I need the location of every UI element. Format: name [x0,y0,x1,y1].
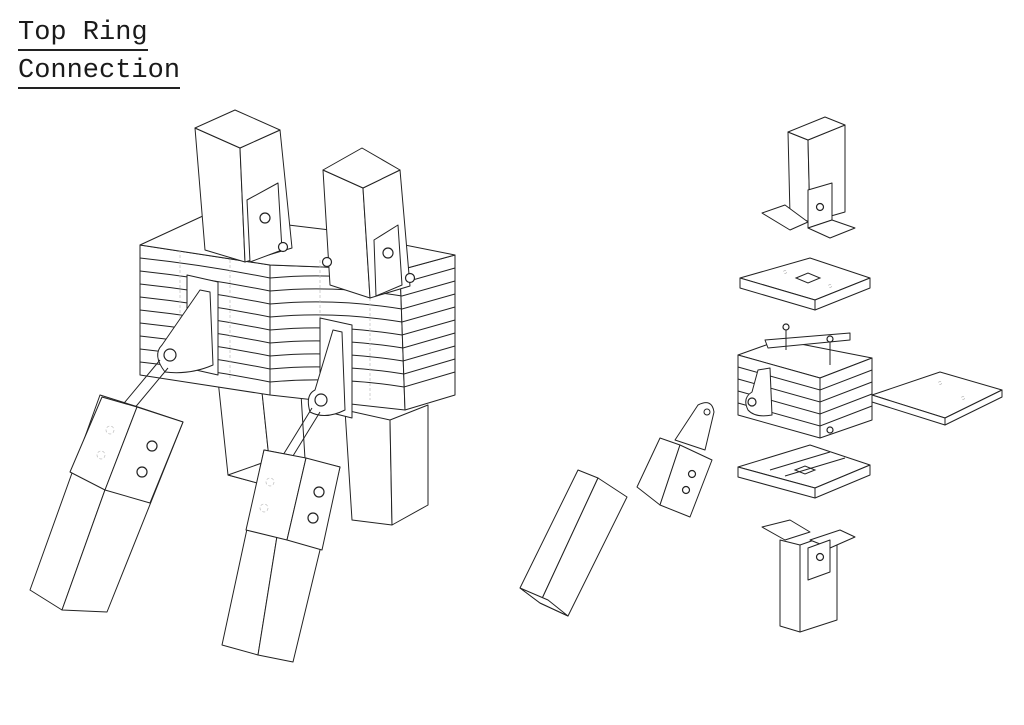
bolt-nut-icon [747,397,757,407]
bolt-nut-icon [687,469,697,479]
lower-strut-right [221,449,341,663]
drawing-title: Top Ring Connection [18,14,181,90]
bolt-nut-icon [314,393,328,407]
lower-post-with-bracket [761,519,856,633]
bolt-nut-icon [404,272,416,284]
bolt-nut-icon [382,247,394,259]
exploded-view [519,116,1003,633]
laminated-core-with-bolts [737,323,873,439]
bolt-nut-icon [259,212,271,224]
bolt-nut-icon [136,466,148,478]
side-plate [871,371,1003,426]
bolt-nut-icon [277,241,289,253]
bolt-nut-icon [815,552,825,562]
bolt-nut-icon [826,426,834,434]
lower-post-right [344,404,429,526]
bolt-nut-icon [782,323,790,331]
bolt-nut-icon [321,256,333,268]
bolt-nut-icon [163,348,177,362]
bolt-nut-icon [826,335,834,343]
assembled-view [29,109,456,663]
strut-bracket [636,402,715,518]
top-cap-plate [739,257,871,311]
upper-post-with-bracket [761,116,856,239]
bolt-nut-icon [146,440,158,452]
upper-post-left [194,109,293,263]
title-line-1: Top Ring [18,17,148,51]
upper-post-right [321,147,416,299]
bolt-nut-icon [313,486,325,498]
title-line-2: Connection [18,55,181,89]
bolt-nut-icon [307,512,319,524]
gusset-plate-left [109,274,219,429]
strut-member [519,469,628,617]
bottom-plate [737,444,871,499]
lower-strut-left [29,394,184,613]
bolt-nut-icon [815,202,825,212]
bolt-nut-icon [681,485,691,495]
